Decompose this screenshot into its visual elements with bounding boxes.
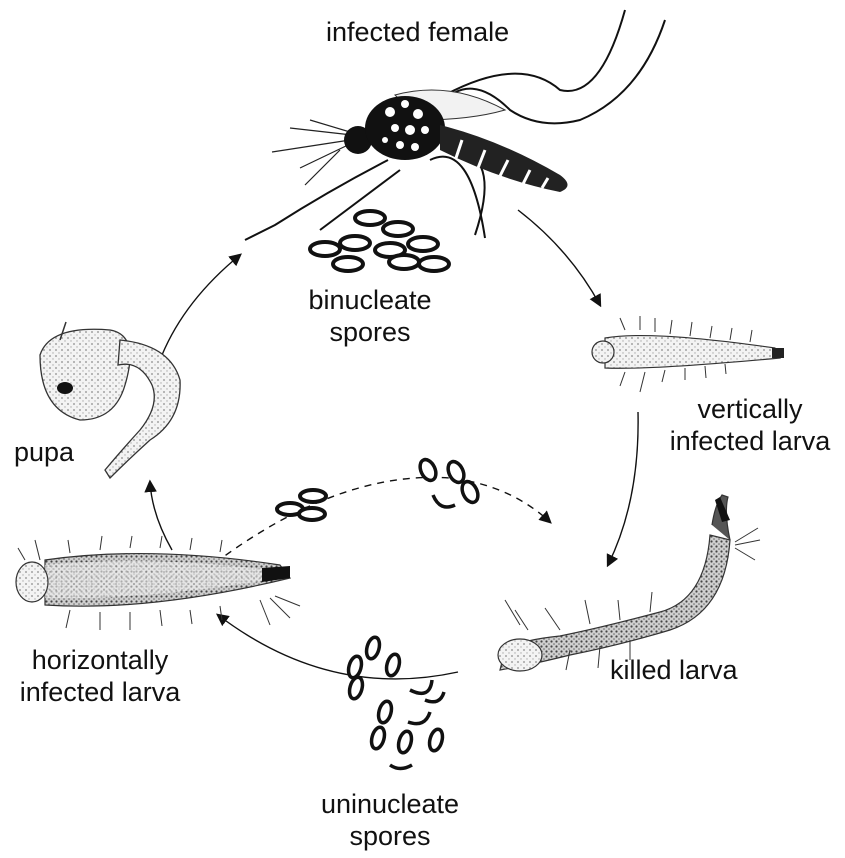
spore-icon xyxy=(396,730,413,754)
spore-icon xyxy=(427,728,444,752)
label-horizontally-line1: horizontally xyxy=(0,644,200,676)
spore-icon xyxy=(333,257,363,271)
spore-icon xyxy=(419,257,449,271)
spore-icon xyxy=(355,211,385,225)
label-horizontally-infected-larva: horizontally infected larva xyxy=(0,644,200,708)
arrow-vertical-to-killed-larva xyxy=(608,412,638,565)
spore-icon xyxy=(408,712,430,724)
label-binucleate-line1: binucleate xyxy=(300,284,440,316)
spore-icon xyxy=(376,700,393,724)
label-vertically-line2: infected larva xyxy=(660,425,840,457)
spore-icon xyxy=(410,680,432,693)
spore-icon xyxy=(433,495,455,507)
arrow-spores-dashed xyxy=(215,477,550,563)
spore-icon xyxy=(340,236,370,250)
label-vertically-infected-larva: vertically infected larva xyxy=(660,393,840,457)
spore-icon xyxy=(390,765,412,769)
spore-icon xyxy=(384,653,401,677)
larva-icon xyxy=(498,495,760,671)
arrow-pupa-to-female xyxy=(162,255,240,355)
spore-icon xyxy=(369,726,386,750)
label-pupa: pupa xyxy=(14,436,74,468)
cycle-arrows xyxy=(150,210,638,679)
larva-icon xyxy=(592,316,784,392)
spore-icon xyxy=(310,242,340,256)
spore-icon xyxy=(389,255,419,269)
label-binucleate-spores: binucleate spores xyxy=(300,284,440,348)
spore-icon xyxy=(299,508,325,520)
spore-icon xyxy=(347,676,364,700)
spore-icon xyxy=(459,479,481,505)
label-infected-female: infected female xyxy=(326,16,509,48)
larva-icon xyxy=(16,536,300,630)
spore-icon xyxy=(383,222,413,236)
label-vertically-line1: vertically xyxy=(660,393,840,425)
uninucleate-spores-cluster xyxy=(346,636,444,769)
label-horizontally-line2: infected larva xyxy=(0,676,200,708)
label-binucleate-line2: spores xyxy=(300,316,440,348)
spore-icon xyxy=(417,457,439,483)
label-uninucleate-line1: uninucleate xyxy=(310,788,470,820)
arrow-killed-to-horizontal-larva xyxy=(218,615,458,679)
spore-icon xyxy=(346,655,363,679)
label-uninucleate-spores: uninucleate spores xyxy=(310,788,470,852)
arrow-female-to-vertical-larva xyxy=(518,210,600,305)
spore-icon xyxy=(300,490,326,502)
label-uninucleate-line2: spores xyxy=(310,820,470,852)
label-killed-larva: killed larva xyxy=(610,654,738,686)
spore-icon xyxy=(364,636,381,660)
spore-icon xyxy=(425,692,444,702)
spore-icon xyxy=(408,237,438,251)
binucleate-spores-cluster xyxy=(310,211,449,271)
horizontal-spores xyxy=(277,457,481,520)
